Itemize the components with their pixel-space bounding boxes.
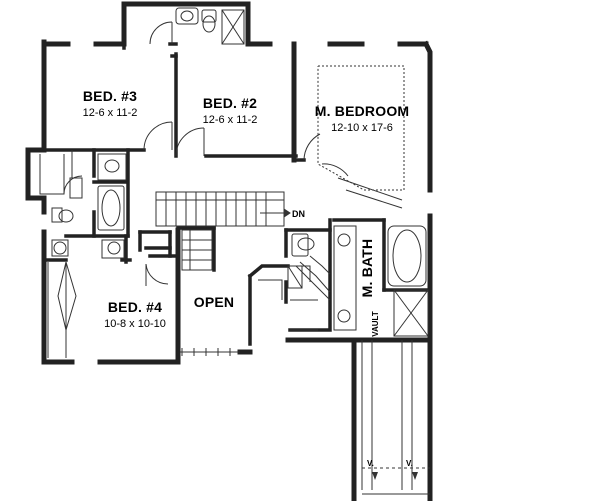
vault-marker-right: V. bbox=[406, 459, 413, 468]
vault-label: VAULT bbox=[371, 311, 380, 337]
bed2-name: BED. #2 bbox=[203, 95, 257, 111]
master-bath-label: M. BATH bbox=[359, 239, 375, 298]
open-area-label: OPEN bbox=[194, 294, 234, 310]
detail-lines bbox=[39, 7, 430, 495]
vault-marker-left: V. bbox=[367, 459, 374, 468]
master-bedroom-name: M. BEDROOM bbox=[315, 103, 410, 119]
bed2-dims: 12-6 x 11-2 bbox=[203, 114, 258, 126]
bed4-name: BED. #4 bbox=[108, 299, 162, 315]
stair-down-label: DN bbox=[292, 209, 305, 219]
bed4-dims: 10-8 x 10-10 bbox=[104, 318, 166, 330]
bed3-dims: 12-6 x 11-2 bbox=[83, 107, 138, 119]
bed3-name: BED. #3 bbox=[83, 88, 137, 104]
master-bedroom-dims: 12-10 x 17-6 bbox=[331, 122, 393, 134]
interior-walls bbox=[42, 42, 432, 364]
